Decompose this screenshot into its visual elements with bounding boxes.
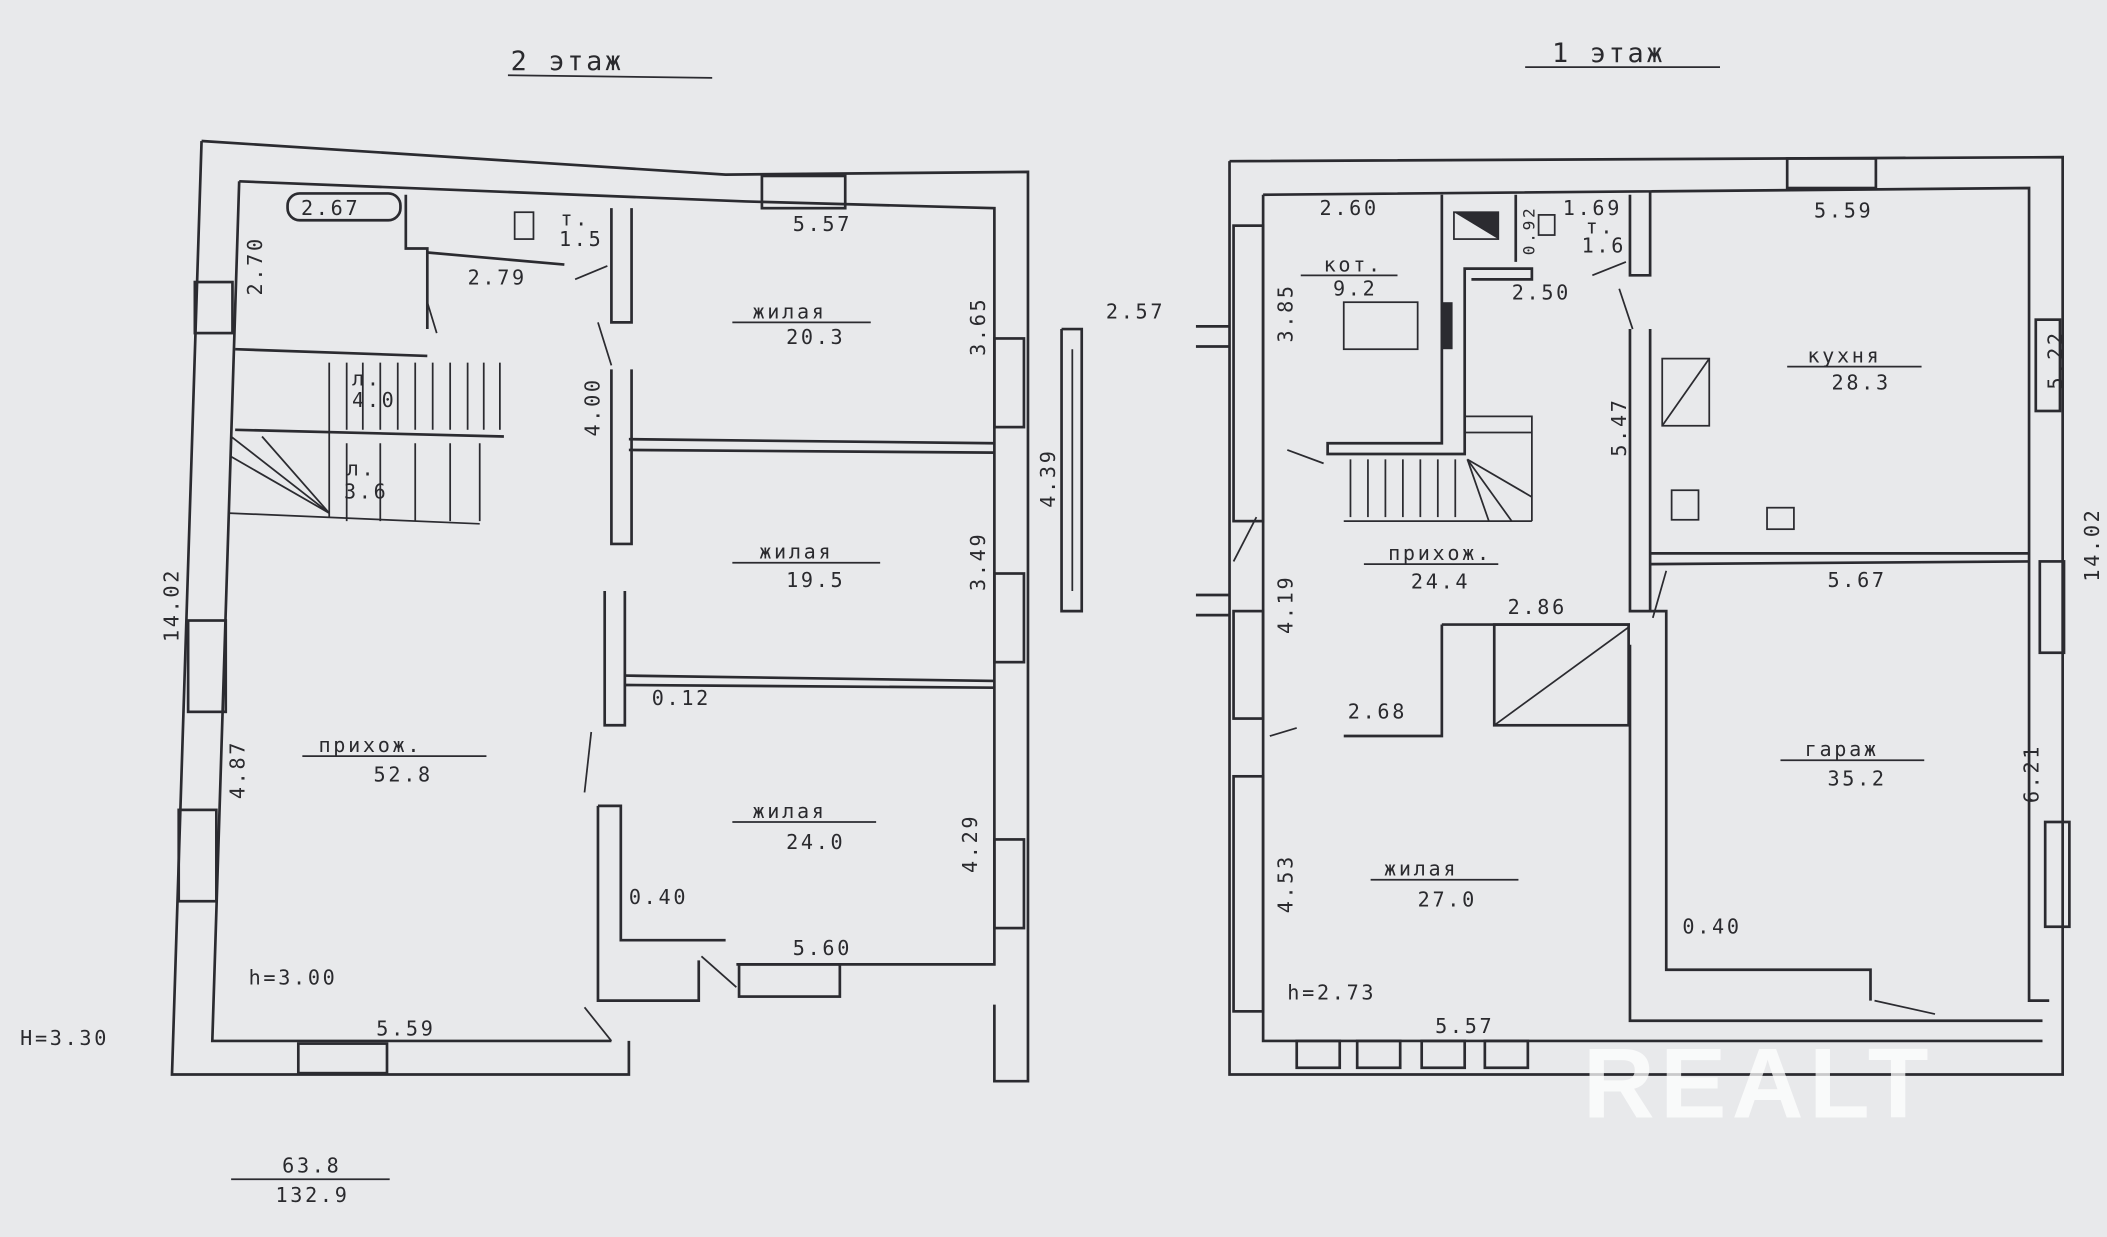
- dim-label: 1.69: [1563, 196, 1622, 220]
- staircase-floor1: [1343, 415, 1533, 522]
- room-name: прихож.: [1388, 541, 1492, 565]
- total-height-label: H=3.30: [20, 1026, 109, 1050]
- dim-label: 6.21: [2019, 744, 2043, 803]
- stair-area: 4.0: [352, 388, 396, 412]
- room-name: гараж: [1805, 737, 1879, 761]
- dim-label: 2.68: [1348, 700, 1407, 724]
- dim-label: 4.87: [226, 740, 250, 799]
- porch: 2.57 4.39: [1036, 299, 1165, 613]
- dim-label: 4.39: [1036, 448, 1060, 507]
- room-area: 35.2: [1828, 767, 1887, 791]
- wc-label: т.: [560, 207, 590, 231]
- room-area: 24.4: [1411, 569, 1470, 593]
- room-area: 52.8: [374, 763, 433, 787]
- room-area: 28.3: [1832, 371, 1891, 395]
- height-label: h=2.73: [1287, 980, 1376, 1004]
- dim-label: 2.50: [1512, 281, 1571, 305]
- room-name: жилая: [1384, 857, 1458, 881]
- realt-watermark: REALT: [1583, 1028, 1934, 1139]
- dim-label: 5.47: [1607, 397, 1631, 456]
- dim-label: 3.85: [1274, 283, 1298, 342]
- dim-label: 2.60: [1320, 196, 1379, 220]
- room-name: кот.: [1324, 252, 1383, 276]
- room-area: 27.0: [1418, 888, 1477, 912]
- dim-label: 5.67: [1828, 568, 1887, 592]
- dim-label: 5.22: [2044, 330, 2068, 389]
- room-area: 24.0: [786, 830, 845, 854]
- dim-label: 2.70: [243, 236, 267, 295]
- dim-label: 5.59: [376, 1017, 435, 1041]
- stair-area: 3.6: [344, 479, 388, 503]
- dim-label: 2.86: [1508, 595, 1567, 619]
- living-area-label: 63.8: [282, 1154, 341, 1178]
- dim-label: 5.59: [1814, 199, 1873, 223]
- floor-2-plan: 2 этаж: [20, 46, 1030, 1207]
- dim-label: 5.57: [1435, 1014, 1494, 1038]
- total-area-label: 132.9: [275, 1183, 349, 1207]
- dim-label: 0.12: [652, 686, 711, 710]
- room-area: 20.3: [786, 325, 845, 349]
- dim-label: 14.02: [160, 568, 184, 642]
- wc-area: 1.6: [1582, 234, 1626, 258]
- dim-label: 4.19: [1274, 575, 1298, 634]
- height-label: h=3.00: [249, 966, 338, 990]
- dim-label: 3.65: [966, 297, 990, 356]
- room-area: 9.2: [1333, 276, 1377, 300]
- dim-label: 14.02: [2080, 508, 2104, 582]
- outer-wall: [201, 139, 1030, 1083]
- stair-label: л.: [352, 366, 382, 390]
- room-name: жилая: [753, 799, 827, 823]
- room-name: прихож.: [318, 733, 422, 757]
- dim-label: 4.53: [1274, 854, 1298, 913]
- dim-label: 4.29: [958, 814, 982, 873]
- wc-label: т.: [1586, 215, 1616, 239]
- dim-label: 4.00: [580, 377, 604, 436]
- dim-label: 5.60: [793, 936, 852, 960]
- room-name: жилая: [759, 540, 833, 564]
- dim-label: 0.40: [629, 885, 688, 909]
- wc-area: 1.5: [559, 227, 603, 251]
- dim-label: 2.57: [1106, 299, 1165, 323]
- floor-1-title: 1 этаж: [1552, 38, 1665, 69]
- room-name: жилая: [753, 299, 827, 323]
- dim-label: 2.79: [468, 266, 527, 290]
- room-area: 19.5: [786, 568, 845, 592]
- dim-label: 2.67: [301, 196, 360, 220]
- staircase-floor2: [228, 362, 501, 525]
- dim-label: 5.57: [793, 212, 852, 236]
- dim-label: 3.49: [966, 532, 990, 591]
- stair-label: л.: [347, 456, 377, 480]
- dim-label: 0.92: [1520, 206, 1539, 256]
- floor-2-title: 2 этаж: [511, 46, 624, 77]
- dim-label: 0.40: [1682, 914, 1741, 938]
- room-name: кухня: [1807, 344, 1881, 368]
